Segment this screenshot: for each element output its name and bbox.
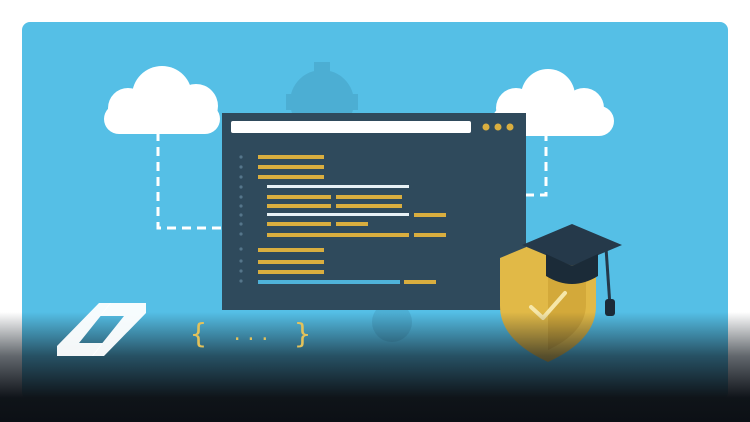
code-window <box>222 113 526 310</box>
graduation-cap-icon <box>522 224 622 316</box>
open-brace: { <box>190 317 211 350</box>
close-brace: } <box>294 317 315 350</box>
brand-logo-icon <box>57 303 146 356</box>
cloud-icon <box>104 66 220 134</box>
code-snippet-braces: { ... } <box>190 314 311 354</box>
code-lines <box>258 155 446 284</box>
window-dot <box>494 123 502 131</box>
ellipsis: ... <box>231 324 274 345</box>
address-bar <box>231 121 471 133</box>
window-dot <box>506 123 514 131</box>
window-dot <box>482 123 490 131</box>
dashed-connector <box>156 132 548 230</box>
